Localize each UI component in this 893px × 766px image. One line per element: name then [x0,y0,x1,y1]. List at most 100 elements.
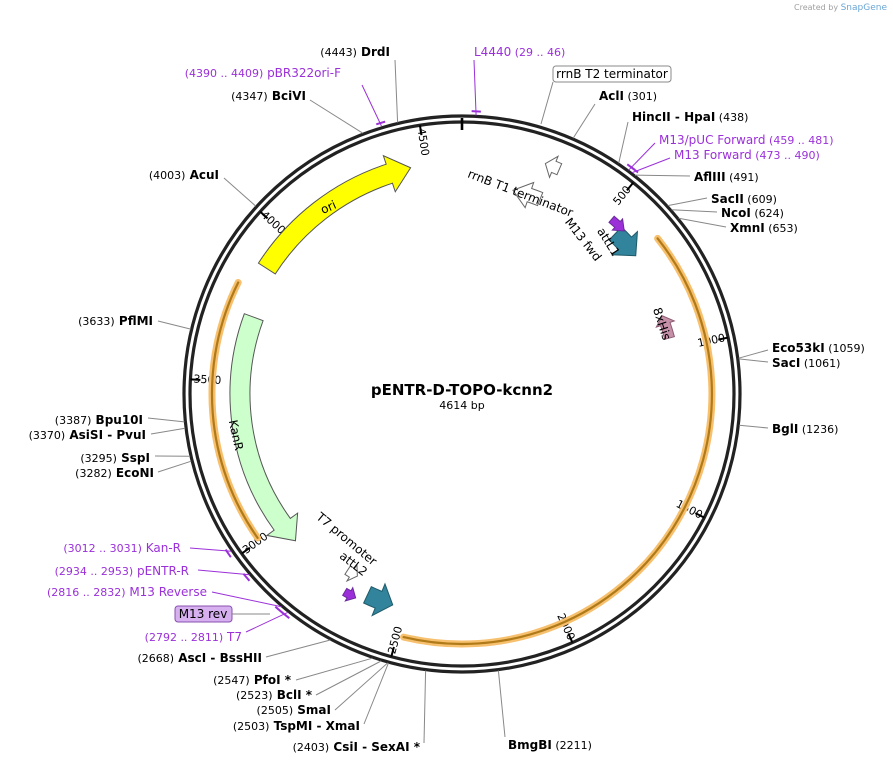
scale-tick-1000 [718,336,729,341]
leader-lines [147,59,769,744]
enzyme-tspmi-label[interactable]: (2503) TspMI - XmaI [233,719,360,733]
enzyme-bcivi-position: (4347) [231,90,268,103]
primer-pentr-r-range: (2934 .. 2953) [55,565,134,578]
enzyme-econi-position: (3282) [75,467,112,480]
features-layer [208,154,716,648]
primer-kan-r-range: (3012 .. 3031) [63,542,142,555]
scale-tick-2500 [390,646,395,657]
primer-m13-puc-forward-name: M13/pUC Forward [659,133,766,147]
enzyme-bgli-leader [739,424,769,429]
enzyme-eco53ki-leader [738,349,769,359]
primer-kan-r-mark [224,549,232,558]
ori-feature-arrow[interactable] [257,154,412,275]
m13-rev-label: M13 rev [179,607,228,621]
enzyme-drdi-position: (4443) [320,46,357,59]
enzyme-bmgbi-label[interactable]: BmgBI (2211) [508,738,592,752]
primer-m13-forward-label[interactable]: M13 Forward (473 .. 490) [674,148,820,162]
enzyme-tspmi-name2: - XmaI [312,719,360,733]
enzyme-bcivi-label[interactable]: (4347) BciVI [231,89,306,103]
primer-m13-reverse-name: M13 Reverse [126,585,208,599]
primer-m13-reverse-label[interactable]: (2816 .. 2832) M13 Reverse [47,585,207,599]
enzyme-acli-name: AclI [599,89,624,103]
primer-pbr322ori-f-name: pBR322ori-F [263,66,341,80]
his-label: 8xHis [650,306,674,342]
primer-m13-puc-forward-label[interactable]: M13/pUC Forward (459 .. 481) [659,133,834,147]
enzyme-sacii-name: SacII [711,192,744,206]
rrnb-t2-label: rrnB T2 terminator [556,67,668,81]
enzyme-acui-leader [223,177,257,207]
enzyme-afliii-label[interactable]: AflIII (491) [694,170,759,184]
enzyme-bpu10i-label[interactable]: (3387) Bpu10I [55,413,143,427]
m13-rev-arrow[interactable] [341,586,357,602]
enzyme-econi-label[interactable]: (3282) EcoNI [75,466,154,480]
enzyme-bgli-name: BglI [772,422,798,436]
attl1-feature-arrow[interactable] [608,226,639,257]
m13-fwd-arrow[interactable] [608,215,625,232]
plasmid-size: 4614 bp [439,399,484,412]
enzyme-afliii-leader [634,174,691,177]
enzyme-pfoi-name: PfoI * [250,673,292,687]
enzyme-bpu10i-name: Bpu10I [91,413,143,427]
enzyme-acli-leader [572,103,596,139]
enzyme-pflmi-label[interactable]: (3633) PflMI [78,314,153,328]
enzyme-smai-position: (2505) [257,704,294,717]
enzyme-tspmi-leader [363,662,389,725]
primer-pbr322ori-f-range: (4390 .. 4409) [185,67,264,80]
rrnb-t2-label-box [552,65,672,83]
attl2-feature-arrow[interactable] [362,582,394,617]
kanr-feature-arrow[interactable] [229,313,299,542]
primer-pentr-r-label[interactable]: (2934 .. 2953) pENTR-R [55,564,189,578]
enzyme-sacii-label[interactable]: SacII (609) [711,192,777,206]
rrnb-t2-terminator-arrow[interactable] [544,155,563,179]
scale-tick-3000 [241,546,251,555]
scale-tick-4000 [259,210,269,220]
scale-tick-2000 [567,633,574,643]
enzyme-bgli-position: (1236) [798,423,838,436]
enzyme-hincii-name2: - HpaI [671,110,716,124]
enzyme-asisi-label[interactable]: (3370) AsiSI - PvuI [29,428,146,442]
enzyme-eco53ki-position: (1059) [825,342,865,355]
enzyme-acui-name: AcuI [185,168,219,182]
enzyme-asisi-position: (3370) [29,429,66,442]
primer-kan-r-label[interactable]: (3012 .. 3031) Kan-R [63,541,181,555]
enzyme-smai-label[interactable]: (2505) SmaI [257,703,331,717]
enzyme-csii-label[interactable]: (2403) CsiI - SexAI * [293,740,421,754]
primer-pbr322ori-f-label[interactable]: (4390 .. 4409) pBR322ori-F [185,66,341,80]
enzyme-acli-label[interactable]: AclI (301) [599,89,657,103]
enzyme-hincii-label[interactable]: HincII - HpaI (438) [632,110,748,124]
enzyme-bcli-label[interactable]: (2523) BclI * [236,688,313,702]
primer-l4440-label[interactable]: L4440 (29 .. 46) [474,45,565,59]
enzyme-xmni-label[interactable]: XmnI (653) [730,221,798,235]
enzyme-ncoi-label[interactable]: NcoI (624) [721,206,784,220]
enzyme-tspmi-name: TspMI [269,719,312,733]
enzyme-xmni-leader [678,217,727,228]
his-tag-arrow[interactable] [655,315,676,340]
rrnb-t1-terminator-arrow[interactable] [512,181,544,209]
enzyme-drdi-label[interactable]: (4443) DrdI [320,45,390,59]
enzyme-acui-label[interactable]: (4003) AcuI [149,168,219,182]
enzyme-xmni-name: XmnI [730,221,765,235]
kan-line [210,281,259,539]
primer-pbr322ori-f-mark [375,120,386,126]
enzyme-saci-label[interactable]: SacI (1061) [772,356,840,370]
enzyme-asci-label[interactable]: (2668) AscI - BssHII [137,651,262,665]
insert-line [402,237,714,646]
enzyme-sspi-label[interactable]: (3295) SspI [80,451,150,465]
enzyme-bpu10i-position: (3387) [55,414,92,427]
primer-pentr-r-mark [242,573,251,582]
enzyme-eco53ki-label[interactable]: Eco53kI (1059) [772,341,865,355]
t7-promoter-arrow[interactable] [344,563,358,583]
scale-tick-500 [626,182,634,192]
enzyme-bgli-label[interactable]: BglI (1236) [772,422,838,436]
primer-t7-name: T7 [223,630,242,644]
enzyme-pfoi-label[interactable]: (2547) PfoI * [213,673,292,687]
enzyme-csii-position: (2403) [293,741,330,754]
scale-tick-3500 [190,378,201,381]
enzyme-sacii-position: (609) [744,193,777,206]
primer-m13-puc-forward-leader [628,142,656,171]
primer-t7-label[interactable]: (2792 .. 2811) T7 [145,630,242,644]
enzyme-asisi-name2: - PvuI [103,428,146,442]
enzyme-bmgbi-leader [497,670,506,738]
enzyme-asci-name: AscI [174,651,206,665]
enzyme-drdi-name: DrdI [357,45,390,59]
